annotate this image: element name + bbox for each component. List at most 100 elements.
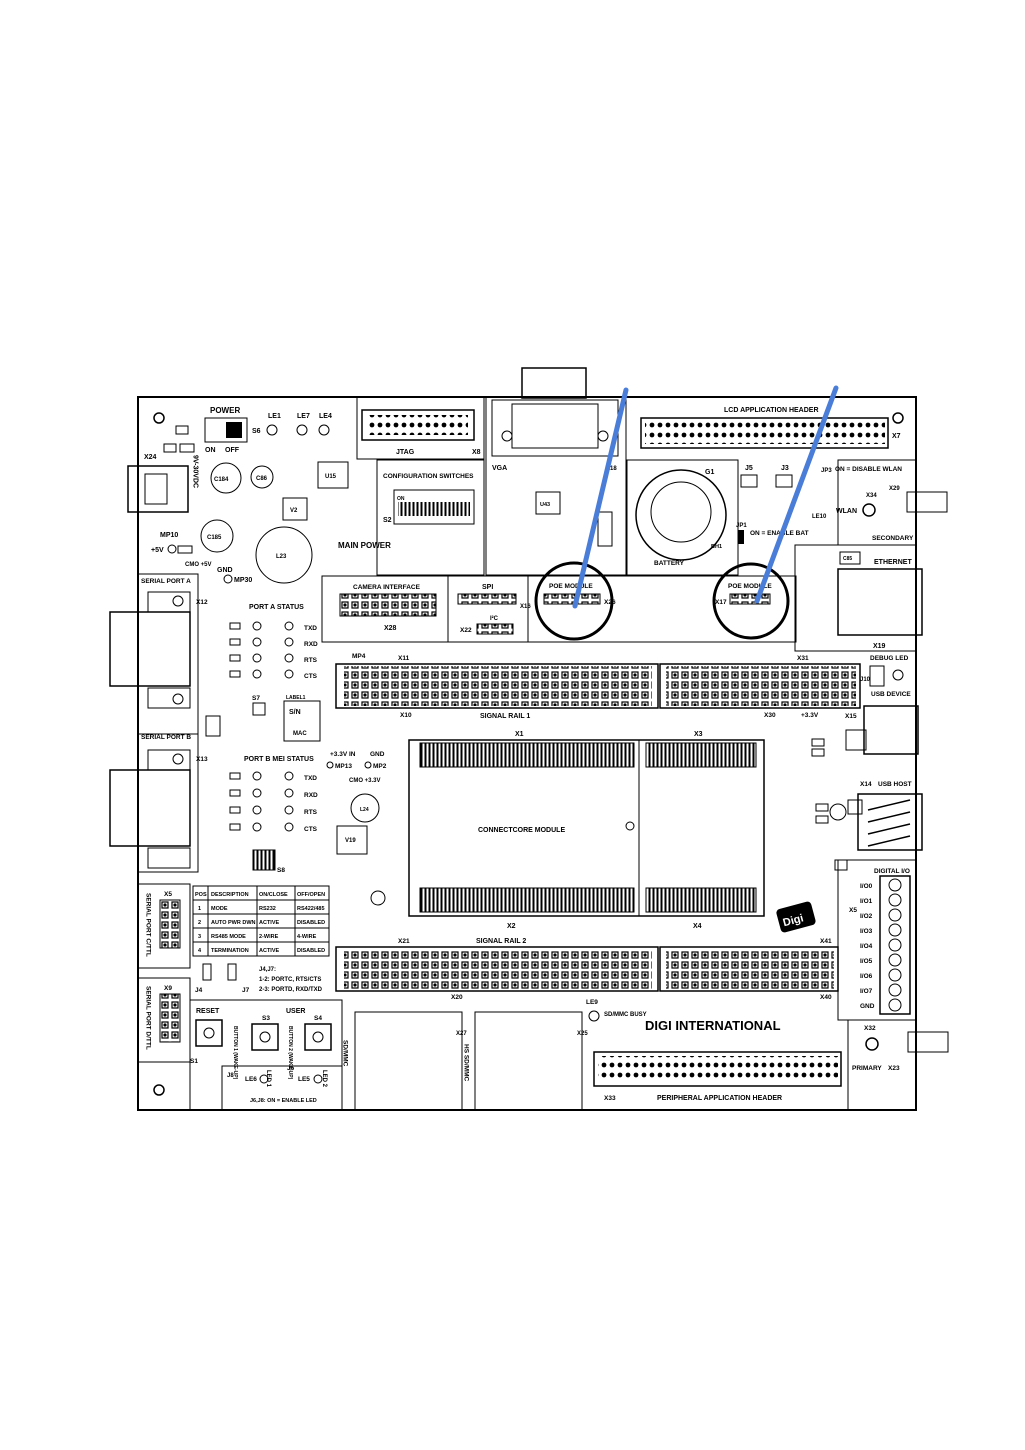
svg-text:X21: X21 <box>398 938 410 945</box>
svg-text:S6: S6 <box>252 428 261 435</box>
svg-text:X24: X24 <box>144 454 157 461</box>
jtag-header: JTAG X8 <box>356 396 485 460</box>
svg-text:V2: V2 <box>290 508 298 514</box>
svg-text:I/O7: I/O7 <box>860 988 873 995</box>
svg-text:J10: J10 <box>860 677 871 683</box>
svg-text:X22: X22 <box>460 627 472 634</box>
svg-text:MP2: MP2 <box>373 763 387 770</box>
peripheral-header: X33 PERIPHERAL APPLICATION HEADER <box>593 1051 842 1102</box>
svg-text:X33: X33 <box>604 1095 616 1102</box>
svg-text:ON: ON <box>205 447 216 454</box>
config-switches: CONFIGURATION SWITCHES ON S2 <box>376 459 485 576</box>
svg-text:4-WIRE: 4-WIRE <box>297 934 317 940</box>
svg-text:2-3: PORTD, RXD/TXD: 2-3: PORTD, RXD/TXD <box>259 987 323 993</box>
mount-hole <box>153 412 165 424</box>
debug-led: DEBUG LED J10 <box>860 655 909 687</box>
svg-text:BH1: BH1 <box>711 544 722 550</box>
svg-text:CONNECTCORE MODULE: CONNECTCORE MODULE <box>478 827 565 834</box>
svg-text:J4,J7:: J4,J7: <box>259 967 276 973</box>
svg-text:TERMINATION: TERMINATION <box>211 948 249 954</box>
svg-text:J6,J8: ON = ENABLE LED: J6,J8: ON = ENABLE LED <box>250 1098 317 1104</box>
svg-text:X19: X19 <box>873 643 886 650</box>
svg-text:X2: X2 <box>507 923 516 930</box>
svg-text:C185: C185 <box>207 535 222 541</box>
mount-hole <box>153 1084 165 1096</box>
svg-text:S1: S1 <box>190 1058 198 1065</box>
pointer-arrow-2 <box>754 385 839 604</box>
svg-text:+5V: +5V <box>151 547 164 554</box>
svg-text:X1: X1 <box>515 731 524 738</box>
lcd-header: LCD APPLICATION HEADER X7 <box>640 407 901 449</box>
svg-text:HS SD/MMC: HS SD/MMC <box>463 1044 470 1082</box>
svg-text:X26: X26 <box>604 599 616 606</box>
svg-text:J5: J5 <box>745 465 753 472</box>
svg-text:X41: X41 <box>820 938 832 945</box>
svg-text:SERIAL PORT D/TTL: SERIAL PORT D/TTL <box>145 986 152 1050</box>
svg-text:PORT B MEI STATUS: PORT B MEI STATUS <box>244 756 314 763</box>
svg-text:S8: S8 <box>277 867 285 874</box>
mount-hole <box>892 412 904 424</box>
svg-text:LE7: LE7 <box>297 413 310 420</box>
svg-text:SIGNAL RAIL 2: SIGNAL RAIL 2 <box>476 938 526 945</box>
svg-text:I/O5: I/O5 <box>860 958 873 965</box>
svg-text:SD/MMC: SD/MMC <box>342 1040 349 1067</box>
svg-text:BUTTON 1 (WAKE-UP): BUTTON 1 (WAKE-UP) <box>232 1026 238 1080</box>
svg-text:VGA: VGA <box>492 465 507 472</box>
svg-text:C85: C85 <box>843 556 852 562</box>
svg-text:X12: X12 <box>196 599 208 606</box>
svg-text:POS: POS <box>195 892 207 898</box>
svg-text:RESET: RESET <box>196 1008 220 1015</box>
svg-text:MODE: MODE <box>211 906 228 912</box>
camera-interface: CAMERA INTERFACE X28 <box>321 575 449 643</box>
svg-text:SECONDARY: SECONDARY <box>872 535 914 542</box>
svg-text:X5: X5 <box>164 891 172 898</box>
svg-text:RTS: RTS <box>304 809 318 816</box>
port-a-status: PORT A STATUS TXD RXD RTS CTS S7 LABEL1 … <box>205 604 321 742</box>
svg-text:USB HOST: USB HOST <box>878 781 912 788</box>
svg-text:+3.3V IN: +3.3V IN <box>330 751 356 758</box>
svg-text:U43: U43 <box>540 502 550 508</box>
svg-text:LE6: LE6 <box>245 1076 257 1083</box>
svg-text:ON = ENABLE BAT: ON = ENABLE BAT <box>750 530 809 537</box>
svg-text:X10: X10 <box>400 712 412 719</box>
svg-text:ETHERNET: ETHERNET <box>874 559 912 566</box>
svg-text:2-WIRE: 2-WIRE <box>259 934 279 940</box>
svg-text:CMO +3.3V: CMO +3.3V <box>349 778 381 784</box>
power-in-section: +3.3V IN GND MP13 MP2 CMO +3.3V L24 V19 <box>326 751 387 906</box>
signal-rail-2: X21 SIGNAL RAIL 2 X41 X20 X40 <box>335 938 839 1001</box>
svg-text:C86: C86 <box>256 476 268 482</box>
svg-text:POE MODULE: POE MODULE <box>728 583 772 590</box>
svg-text:GND: GND <box>370 751 385 758</box>
svg-text:ON = DISABLE WLAN: ON = DISABLE WLAN <box>835 466 902 473</box>
svg-text:X15: X15 <box>845 713 857 720</box>
svg-text:S/N: S/N <box>289 709 301 716</box>
small-components <box>811 729 867 871</box>
svg-text:SERIAL PORT B: SERIAL PORT B <box>141 734 191 741</box>
svg-text:RXD: RXD <box>304 641 318 648</box>
svg-text:LED 1: LED 1 <box>265 1070 271 1088</box>
signal-rail-1: MP4 X11 X31 X10 SIGNAL RAIL 1 X30 +3.3V <box>335 653 861 720</box>
svg-text:1: 1 <box>198 906 201 912</box>
svg-text:GND: GND <box>217 567 233 574</box>
svg-text:LABEL1: LABEL1 <box>286 695 306 701</box>
svg-text:POWER: POWER <box>210 406 240 415</box>
svg-text:I/O4: I/O4 <box>860 943 873 950</box>
svg-text:X25: X25 <box>577 1031 588 1037</box>
svg-text:I/O6: I/O6 <box>860 973 873 980</box>
svg-text:DEBUG LED: DEBUG LED <box>870 655 909 662</box>
svg-text:ACTIVE: ACTIVE <box>259 948 280 954</box>
power-section: POWER S6 ON OFF LE1 LE7 LE4 X24 9V-30VDC… <box>127 406 391 584</box>
svg-text:DIGITAL I/O: DIGITAL I/O <box>874 868 910 875</box>
svg-text:POE MODULE: POE MODULE <box>549 583 593 590</box>
svg-text:CONFIGURATION SWITCHES: CONFIGURATION SWITCHES <box>383 473 474 480</box>
svg-text:LE5: LE5 <box>298 1076 310 1083</box>
svg-text:S3: S3 <box>262 1015 270 1022</box>
serial-port-b: SERIAL PORT B X13 <box>109 733 208 873</box>
svg-text:X23: X23 <box>888 1065 900 1072</box>
svg-text:LE9: LE9 <box>586 999 598 1006</box>
digital-io: DIGITAL I/O X5 I/O0 I/O1 I/O2 I/O3 I/O4 … <box>837 859 917 1021</box>
port-b-status: PORT B MEI STATUS TXD RXD RTS CTS S8 <box>229 756 318 874</box>
wlan-section: X34 X29 LE10 WLAN SECONDARY <box>812 459 948 546</box>
svg-text:X28: X28 <box>384 625 397 632</box>
poe-module-2: POE MODULE X17 <box>712 562 790 640</box>
